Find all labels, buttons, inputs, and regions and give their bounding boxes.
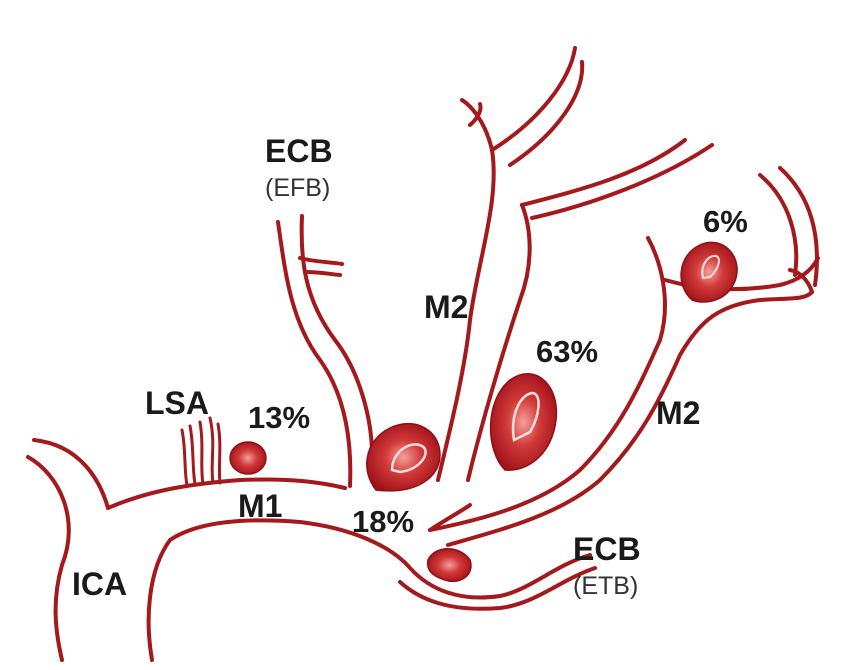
aneurysm-lsa (229, 441, 267, 475)
m1-label: M1 (238, 488, 282, 524)
aneurysm-etb (426, 548, 472, 582)
percent-m2-upper: 63% (536, 334, 598, 369)
lsa-vessels (180, 416, 222, 487)
m2-upper-vessel (436, 46, 714, 482)
m2-lower-label: M2 (656, 395, 700, 431)
ica-vessel (26, 438, 597, 662)
ecb-bottom-label: ECB (573, 531, 641, 567)
ecb-top-label: ECB (265, 133, 333, 169)
aneurysm-m2-distal (680, 241, 738, 303)
m2-junction-vessel (428, 503, 472, 532)
efb-vessel (276, 214, 374, 488)
aneurysm-efb (366, 423, 441, 492)
ecb-bottom-sublabel: (ETB) (573, 572, 638, 600)
percent-m2-distal: 6% (703, 204, 748, 239)
ica-label: ICA (72, 566, 127, 602)
lsa-label: LSA (145, 385, 209, 421)
ecb-top-sublabel: (EFB) (265, 174, 330, 202)
percent-efb: 18% (352, 504, 414, 539)
percent-lsa: 13% (248, 400, 310, 435)
m2-upper-label: M2 (424, 289, 468, 325)
aneurysm-m2-upper (489, 373, 558, 471)
m2-lower-vessel (428, 166, 820, 547)
